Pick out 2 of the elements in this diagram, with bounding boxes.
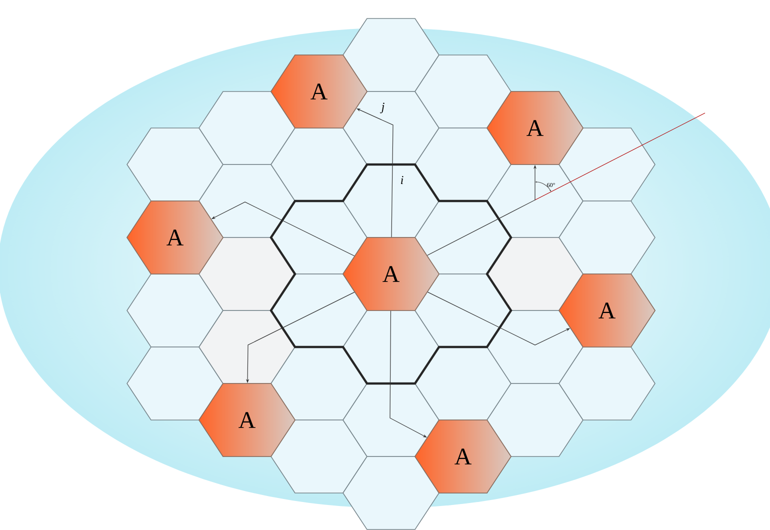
distance-label: i xyxy=(401,176,404,184)
distance-label: j xyxy=(380,102,384,114)
